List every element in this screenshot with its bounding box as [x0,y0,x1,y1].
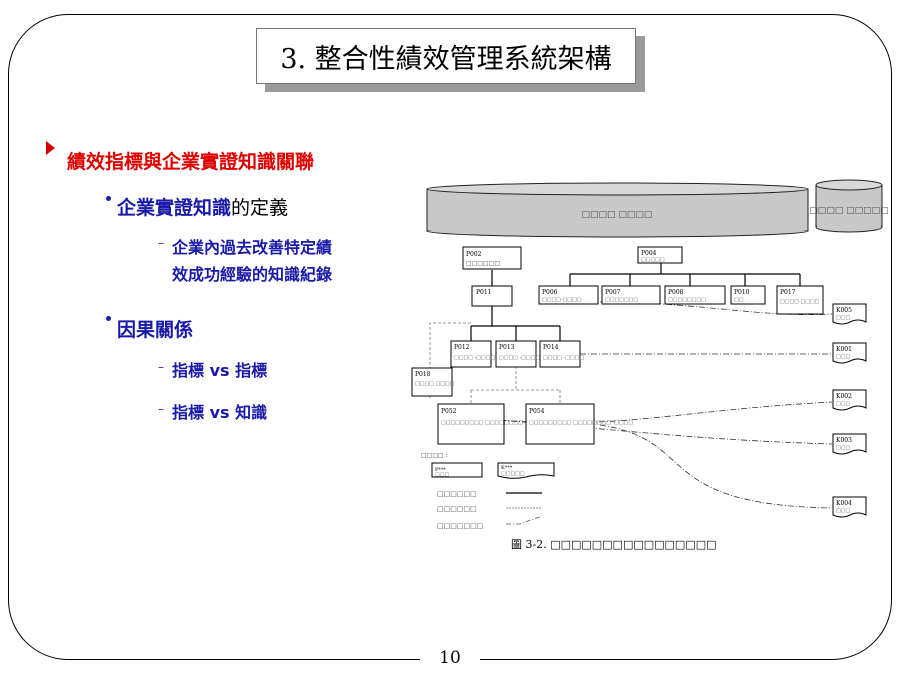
definition-line-2: 效成功經驗的知識紀錄 [172,265,333,284]
svg-text:P017: P017 [780,289,796,296]
definition-description: 企業內過去改善特定績 效成功經驗的知識紀錄 [172,234,332,288]
node-P014: P014 □□□□ -□□□□ [539,340,584,368]
svg-text:□□□□□: □□□□□ [641,257,665,263]
node-P004: P004 □□□□□ [637,246,683,264]
svg-text:□□□□□□□□: □□□□□□□□ [668,297,706,303]
legend-row-2: □□□□□□ [437,505,477,513]
svg-text:□□□□□□□□□ □□□□□□□□ -□□□□: □□□□□□□□□ □□□□□□□□ -□□□□ [529,420,633,426]
legend-p-id: P*** [435,467,446,473]
bullet-arrow-icon [46,141,55,155]
svg-text:P004: P004 [641,250,657,257]
definition-term: 企業實證知識 [117,197,232,219]
svg-text:P012: P012 [454,344,470,351]
svg-text:P052: P052 [441,408,457,415]
causal-sub-1: 指標 vs 指標 [172,361,268,380]
doc-K003: K003 □□□ [832,433,867,455]
svg-text:P014: P014 [543,344,559,351]
svg-text:P007: P007 [605,289,621,296]
svg-text:□□□□ □□□□: □□□□ □□□□ [780,299,820,305]
diagram-legend: □□□□ : P*** □□□ K*** □□□□□ □□□□□□ □□□□□□… [421,452,555,530]
node-P011: P011 [471,285,513,307]
bullet-definition: 企業實證知識的定義 [117,193,288,220]
svg-text:□□□□-□□□□: □□□□-□□□□ [542,297,582,303]
dash-bullet-icon: – [158,402,164,416]
svg-text:P018: P018 [415,371,431,378]
node-P007: P007 □□□□□□□ [601,285,661,305]
doc-K002: K002 □□□ [832,389,867,411]
svg-text:P002: P002 [466,251,482,258]
svg-text:P010: P010 [734,289,750,296]
doc-K004: K004 □□□ [832,496,867,518]
main-database-label: □□□□ □□□□ [582,210,653,220]
definition-rest: 的定義 [231,197,289,219]
definition-line-1: 企業內過去改善特定績 [172,238,333,257]
svg-text:□□□: □□□ [836,315,850,321]
causal-sub-2: 指標 vs 知識 [172,403,268,422]
svg-text:P054: P054 [529,408,545,415]
bullet-dot-icon [106,316,111,321]
tree-lines [470,263,801,341]
node-P018: P018 □□□□ □□□□ [411,367,455,397]
svg-text:P011: P011 [476,289,492,296]
svg-text:□□□: □□□ [836,354,850,360]
slide-title: 3. 整合性績效管理系統架構 [256,28,636,84]
svg-text:□□: □□ [734,297,744,303]
legend-k-text: □□□□□ [501,471,525,477]
dash-bullet-icon: – [158,236,164,250]
svg-text:□□□: □□□ [836,508,850,514]
doc-K001: K001 □□□ [832,342,867,364]
svg-text:□□□□ □□□□: □□□□ □□□□ [415,381,455,387]
svg-text:K002: K002 [836,393,852,400]
node-P008: P008 □□□□□□□□ [664,285,726,305]
svg-text:□□□□□□□: □□□□□□□ [605,297,638,303]
svg-text:P013: P013 [499,344,515,351]
svg-text:K003: K003 [836,437,852,444]
figure-caption: 圖 3-2. □□□□□□□□□□□□□□□□ [511,538,717,551]
main-database: □□□□ □□□□ [426,182,809,238]
node-P054: P054 □□□□□□□□□ □□□□□□□□ -□□□□ [525,403,633,445]
legend-row-1: □□□□□□ [437,490,477,498]
svg-text:□□□: □□□ [836,401,850,407]
dash-bullet-icon: – [158,360,164,374]
node-P052: P052 □□□□□□□□□ □□□□□□□□ -□□□□ [437,403,545,445]
page-number: 10 [439,648,461,668]
svg-text:□□□□ -□□□□: □□□□ -□□□□ [543,355,584,361]
legend-title: □□□□ : [421,452,448,459]
bullet-level1: 績效指標與企業實證知識關聯 [67,151,315,173]
svg-text:□□□□□□□□□ □□□□□□□□ -□□□□: □□□□□□□□□ □□□□□□□□ -□□□□ [441,420,545,426]
page-number-gap [420,650,480,670]
node-P013: P013 □□□□ -□□□□ [495,340,540,368]
svg-text:K004: K004 [836,500,852,507]
side-database: □□□□ □□□□□ [809,179,889,233]
node-P002: P002 □□□□□□ [462,246,522,270]
slide-title-text: 3. 整合性績效管理系統架構 [280,43,612,75]
doc-K005: K005 □□□ [832,303,867,325]
node-P017: P017 □□□□ □□□□ [776,285,824,315]
legend-row-3: □□□□□□□ [437,522,483,530]
svg-text:K001: K001 [836,346,852,353]
node-P010: P010 □□ [730,285,766,305]
bullet-causal: 因果關係 [117,319,194,341]
svg-text:K005: K005 [836,307,852,314]
svg-text:P008: P008 [668,289,684,296]
svg-text:□□□□ -□□□□: □□□□ -□□□□ [499,355,540,361]
node-P012: P012 □□□□ -□□□□ [450,340,495,368]
legend-p-text: □□□ [435,472,449,478]
legend-k-id: K*** [501,465,513,471]
svg-text:□□□□ -□□□□: □□□□ -□□□□ [454,355,495,361]
svg-text:P006: P006 [542,289,558,296]
bullet-dot-icon [106,196,111,201]
svg-text:□□□: □□□ [836,445,850,451]
node-P006: P006 □□□□-□□□□ [538,285,599,305]
svg-text:□□□□□□: □□□□□□ [466,260,500,267]
side-database-label: □□□□ □□□□□ [809,206,888,216]
